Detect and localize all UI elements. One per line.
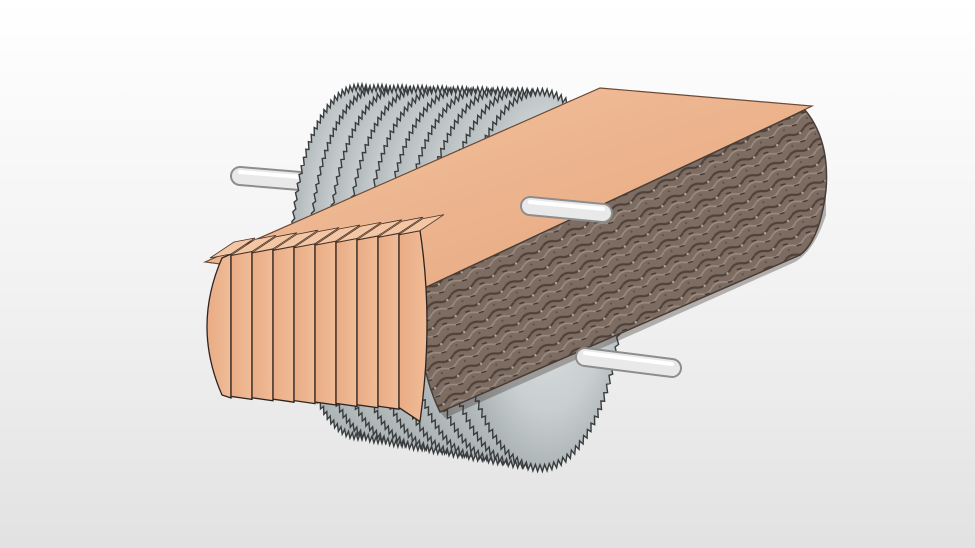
board-icon bbox=[314, 240, 337, 406]
board-top-edge bbox=[293, 227, 340, 248]
log-shadow bbox=[440, 190, 826, 418]
board-icon bbox=[335, 237, 358, 408]
arbor-shaft-icon bbox=[520, 196, 613, 223]
arbor-shaft-icon bbox=[230, 166, 310, 191]
board-icon bbox=[377, 232, 400, 410]
board-top-edge bbox=[230, 235, 277, 256]
board-icon bbox=[251, 248, 274, 402]
board-top-edge bbox=[335, 222, 382, 243]
board-icon bbox=[398, 229, 428, 423]
board-top-edge bbox=[398, 214, 445, 235]
board-top-edge bbox=[209, 237, 256, 259]
board-icon bbox=[230, 250, 253, 401]
board-top-edge bbox=[251, 232, 298, 254]
board-top-edge bbox=[377, 216, 424, 238]
board-icon bbox=[293, 242, 316, 405]
board-top-edge bbox=[314, 224, 361, 246]
board-top-edge bbox=[356, 219, 403, 241]
board-top-edge bbox=[272, 229, 319, 251]
arbor-shaft-icon bbox=[575, 347, 682, 378]
board-icon bbox=[356, 235, 379, 409]
board-icon bbox=[206, 252, 232, 399]
board-icon bbox=[272, 245, 295, 403]
